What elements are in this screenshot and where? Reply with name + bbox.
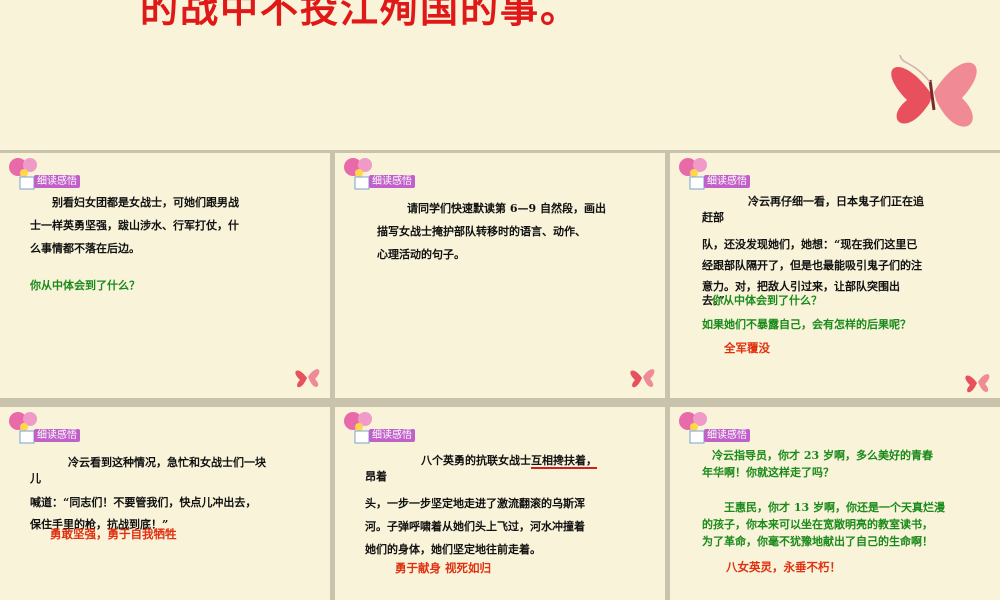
answer-text: 全军覆没 <box>724 341 770 355</box>
butterfly-icon <box>891 54 977 127</box>
badge-label: 细读感悟 <box>34 175 80 188</box>
passage-text: 八个英勇的抗联女战士互相搀扶着， 昂着 头，一步一步坚定地走进了激流翻滚的乌斯浑… <box>365 454 597 556</box>
slide-5: 细读感悟 八个英勇的抗联女战士互相搀扶着， 昂着 头，一步一步坚定地走进了激流翻… <box>335 407 665 600</box>
tribute-text: 王惠民，你才 13 岁啊，你还是一个天真烂漫 的孩子，你本来可以坐在宽敞明亮的教… <box>702 501 945 548</box>
flower-badge-icon <box>344 158 372 190</box>
slide-2: 细读感悟 请同学们快速默读第 6—9 自然段，画出 描写女战士掩护部队转移时的语… <box>335 153 665 398</box>
slide-3: 细读感悟 冷云再仔细一看，日本鬼子们正在追 赶部 队，还没发现她们，她想：“现在… <box>670 153 1000 398</box>
answer-text: 八女英灵，永垂不朽！ <box>726 560 841 574</box>
flower-badge-icon <box>679 158 707 190</box>
flower-badge-icon <box>9 158 37 190</box>
question-text: 你从中体会到了什么？ <box>712 294 822 307</box>
answer-text: 勇敢坚强，勇于自我牺牲 <box>50 527 177 541</box>
passage-text: 请同学们快速默读第 6—9 自然段，画出 描写女战士掩护部队转移时的语言、动作、… <box>377 202 606 261</box>
underlined-phrase: 互相搀扶着， <box>531 454 597 469</box>
question-text: 你从中体会到了什么？ <box>30 279 140 292</box>
passage-text: 别看妇女团都是女战士，可她们跟男战 士一样英勇坚强，跋山涉水、行军打仗，什 么事… <box>30 196 239 255</box>
slide-4: 细读感悟 冷云看到这种情况，急忙和女战士们一块 儿 喊道：“同志们！不要管我们，… <box>0 407 330 600</box>
passage-text: 冷云看到这种情况，急忙和女战士们一块 儿 喊道：“同志们！不要管我们，快点儿冲出… <box>30 456 266 531</box>
butterfly-icon <box>295 369 320 388</box>
badge-label: 细读感悟 <box>704 175 750 188</box>
passage-text: 冷云再仔细一看，日本鬼子们正在追 赶部 队，还没发现她们，她想：“现在我们这里已… <box>702 195 924 307</box>
butterfly-icon <box>965 374 990 393</box>
badge-label: 细读感悟 <box>369 429 415 442</box>
slide-title: 的战中不投江殉国的事。 <box>140 0 581 31</box>
badge-label: 细读感悟 <box>34 429 80 442</box>
question-text: 如果她们不暴露自己，会有怎样的后果呢？ <box>702 318 911 331</box>
slide-6: 细读感悟 冷云指导员，你才 23 岁啊，多么美好的青春 年华啊！你就这样走了吗？… <box>670 407 1000 600</box>
badge-label: 细读感悟 <box>369 175 415 188</box>
butterfly-icon <box>630 369 655 388</box>
slide-1: 细读感悟 别看妇女团都是女战士，可她们跟男战 士一样英勇坚强，跋山涉水、行军打仗… <box>0 153 330 398</box>
badge-label: 细读感悟 <box>704 429 750 442</box>
flower-badge-icon <box>344 412 372 444</box>
flower-badge-icon <box>679 412 707 444</box>
answer-text: 勇于献身 视死如归 <box>395 561 492 575</box>
top-slide: 的战中不投江殉国的事。 <box>0 0 1000 150</box>
flower-badge-icon <box>9 412 37 444</box>
tribute-text: 冷云指导员，你才 23 岁啊，多么美好的青春 年华啊！你就这样走了吗？ <box>702 449 933 479</box>
